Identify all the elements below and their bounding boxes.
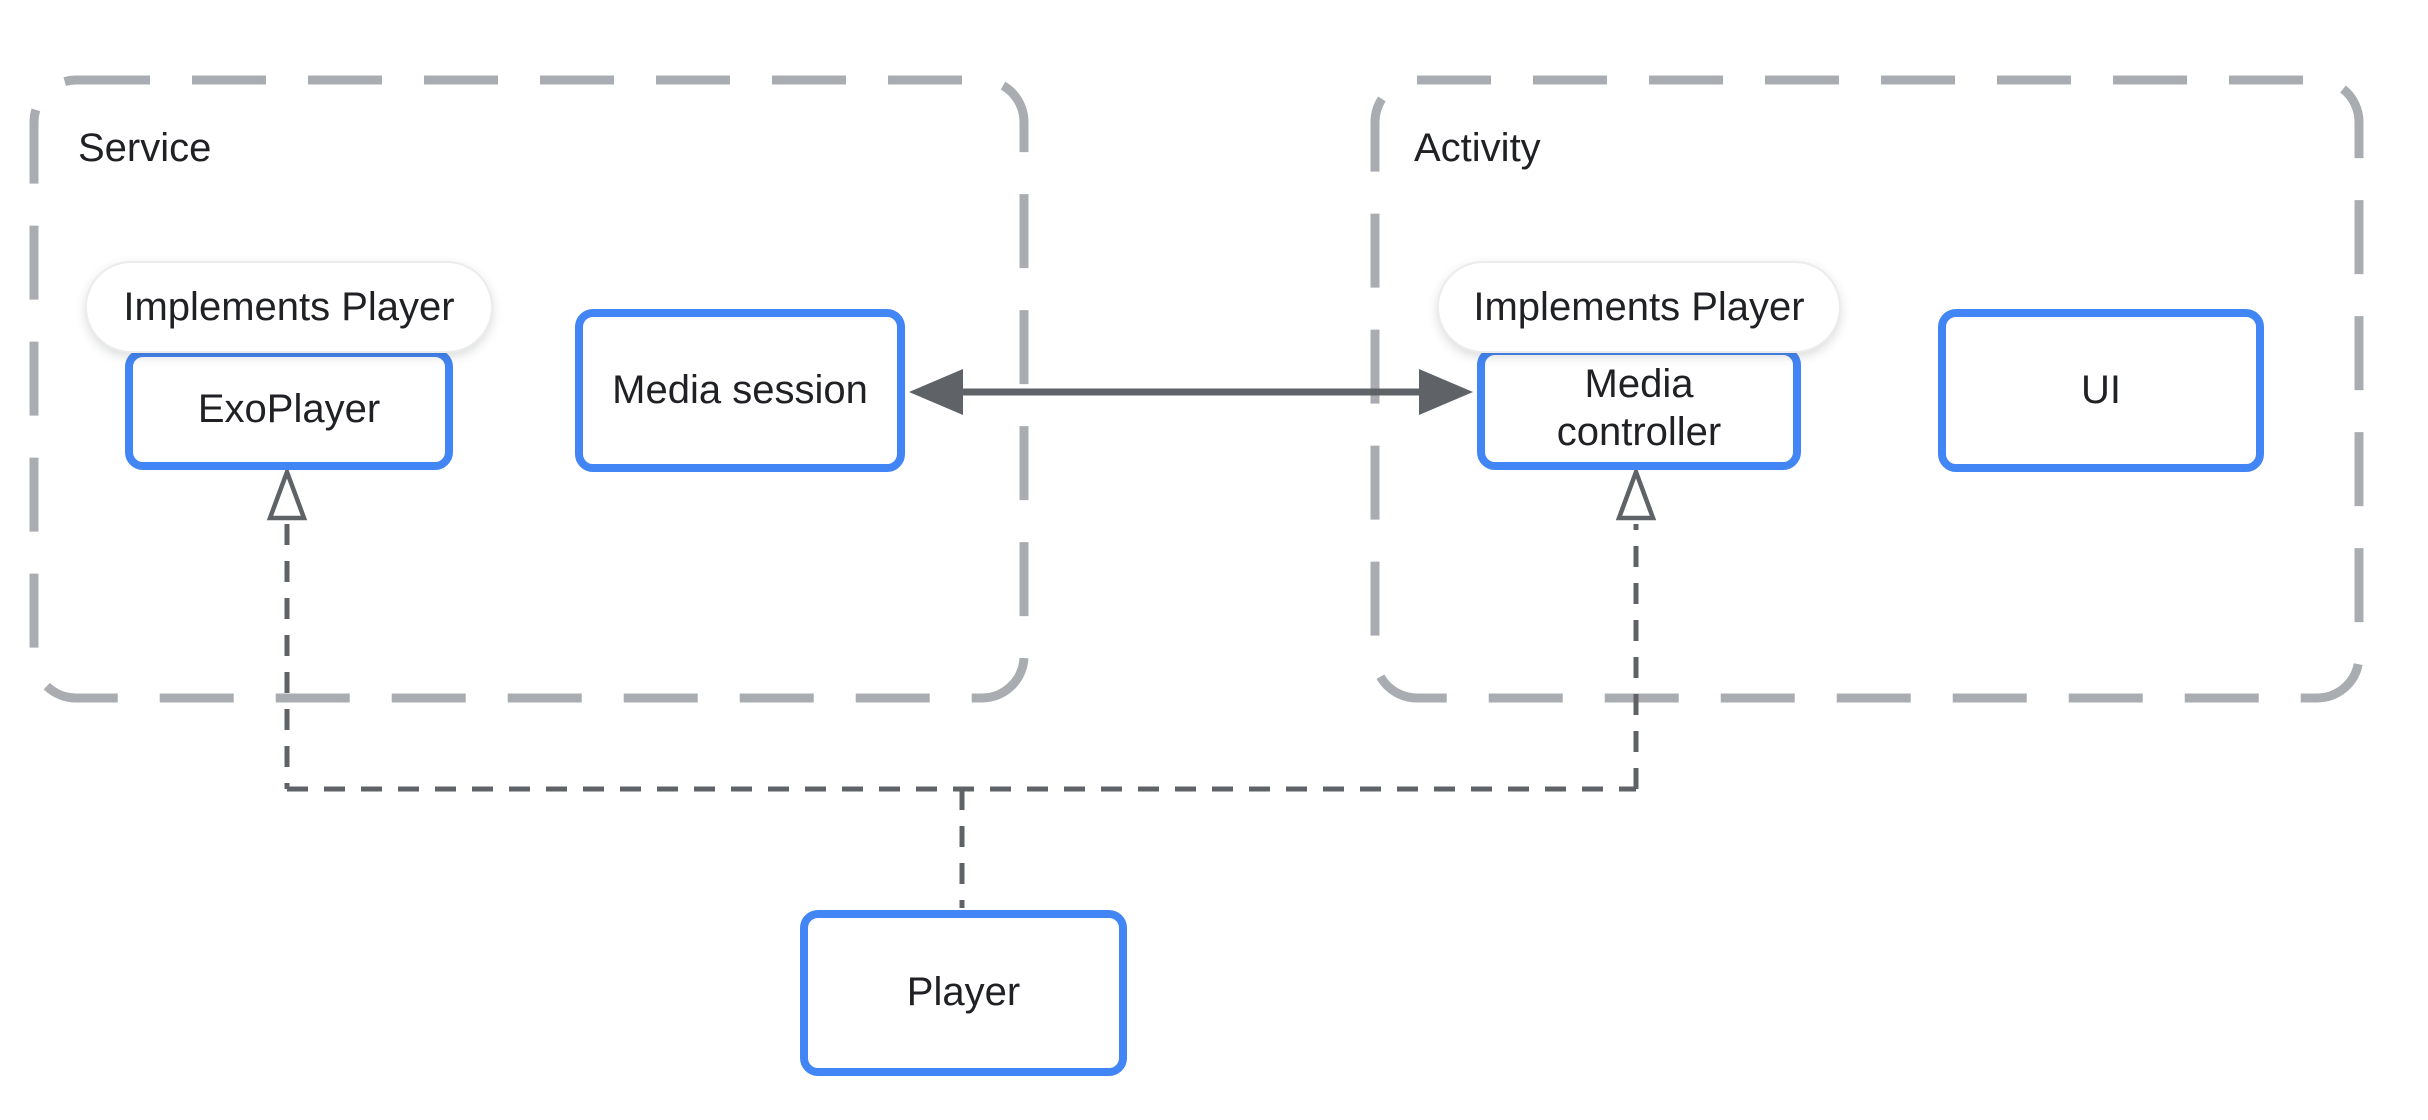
node-player: Player xyxy=(800,910,1127,1076)
node-media-session-label: Media session xyxy=(612,367,868,412)
service-container-border xyxy=(29,75,1029,703)
implements-arrowhead-controller-icon xyxy=(1615,465,1657,521)
badge-implements-player-exoplayer: Implements Player xyxy=(85,261,493,353)
service-container-label: Service xyxy=(78,126,212,170)
node-exoplayer: ExoPlayer xyxy=(125,349,453,470)
node-exoplayer-label: ExoPlayer xyxy=(197,386,381,431)
node-ui-label: UI xyxy=(2081,367,2121,412)
badge-implements-player-controller: Implements Player xyxy=(1437,261,1841,353)
implements-arrowhead-exoplayer-icon xyxy=(266,465,308,521)
node-media-controller: Media controller xyxy=(1477,347,1801,470)
node-media-session: Media session xyxy=(575,309,905,472)
node-ui: UI xyxy=(1938,309,2264,472)
arrowhead-left-icon xyxy=(909,369,963,415)
node-player-label: Player xyxy=(906,970,1021,1015)
badge-implements-player-exoplayer-label: Implements Player xyxy=(123,284,455,329)
node-media-controller-label: Media controller xyxy=(1556,362,1722,454)
badge-implements-player-controller-label: Implements Player xyxy=(1473,284,1805,329)
arrowhead-right-icon xyxy=(1419,369,1473,415)
activity-container-label: Activity xyxy=(1414,126,1541,170)
